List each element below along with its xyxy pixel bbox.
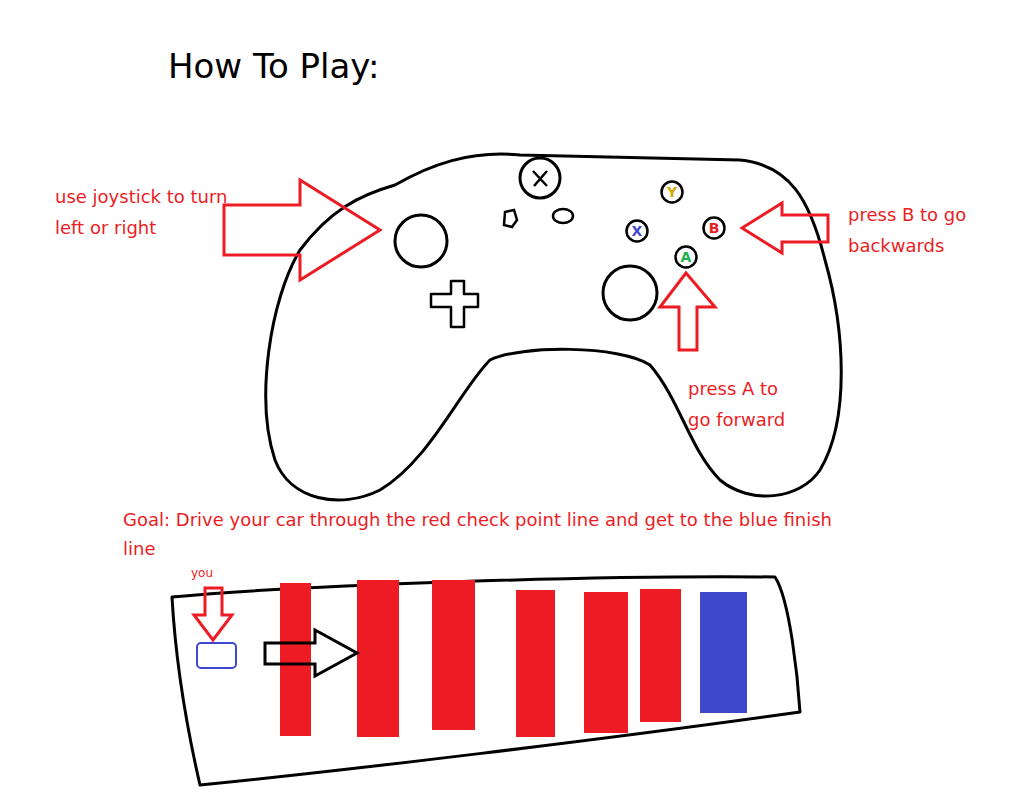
instruction-text: use joystick to turn left or right <box>55 181 230 243</box>
instruction-text: press B to go backwards <box>848 199 985 261</box>
button-circle: Y <box>660 180 684 204</box>
button-letter: Y <box>667 185 677 199</box>
left-joystick <box>395 215 447 267</box>
title: How To Play: <box>168 46 379 86</box>
button-letter: A <box>681 250 692 264</box>
instruction-text: press A to go forward <box>688 373 800 435</box>
checkpoint-line <box>516 590 555 737</box>
finish-line <box>700 592 747 713</box>
checkpoint-line <box>640 589 681 722</box>
joystick-arrow <box>224 180 380 280</box>
checkpoint-line <box>584 592 628 733</box>
goal-text: Goal: Drive your car through the red che… <box>123 505 863 563</box>
a-arrow <box>660 273 715 350</box>
button-ring <box>627 221 648 242</box>
button-letter: X <box>632 224 643 238</box>
checkpoint-line <box>280 583 311 736</box>
checkpoint-line <box>432 580 475 730</box>
button-circle: B <box>702 216 726 240</box>
menu-button <box>553 209 573 223</box>
track-outline <box>172 577 800 785</box>
right-joystick <box>603 266 657 320</box>
b-arrow <box>742 203 828 253</box>
button-ring <box>662 182 683 203</box>
checkpoint-line <box>357 580 399 737</box>
button-circle: X <box>625 219 649 243</box>
button-ring <box>676 247 697 268</box>
button-letter: B <box>709 221 720 235</box>
you-label: you <box>191 567 231 580</box>
car <box>197 643 236 668</box>
direction-arrow <box>265 630 357 676</box>
view-button <box>504 210 517 227</box>
button-circle: A <box>674 245 698 269</box>
xbox-logo <box>533 171 547 186</box>
xbox-button <box>520 158 560 198</box>
button-ring <box>704 218 725 239</box>
controller-outline <box>266 154 841 500</box>
you-arrow <box>194 588 232 640</box>
d-pad <box>431 281 478 327</box>
